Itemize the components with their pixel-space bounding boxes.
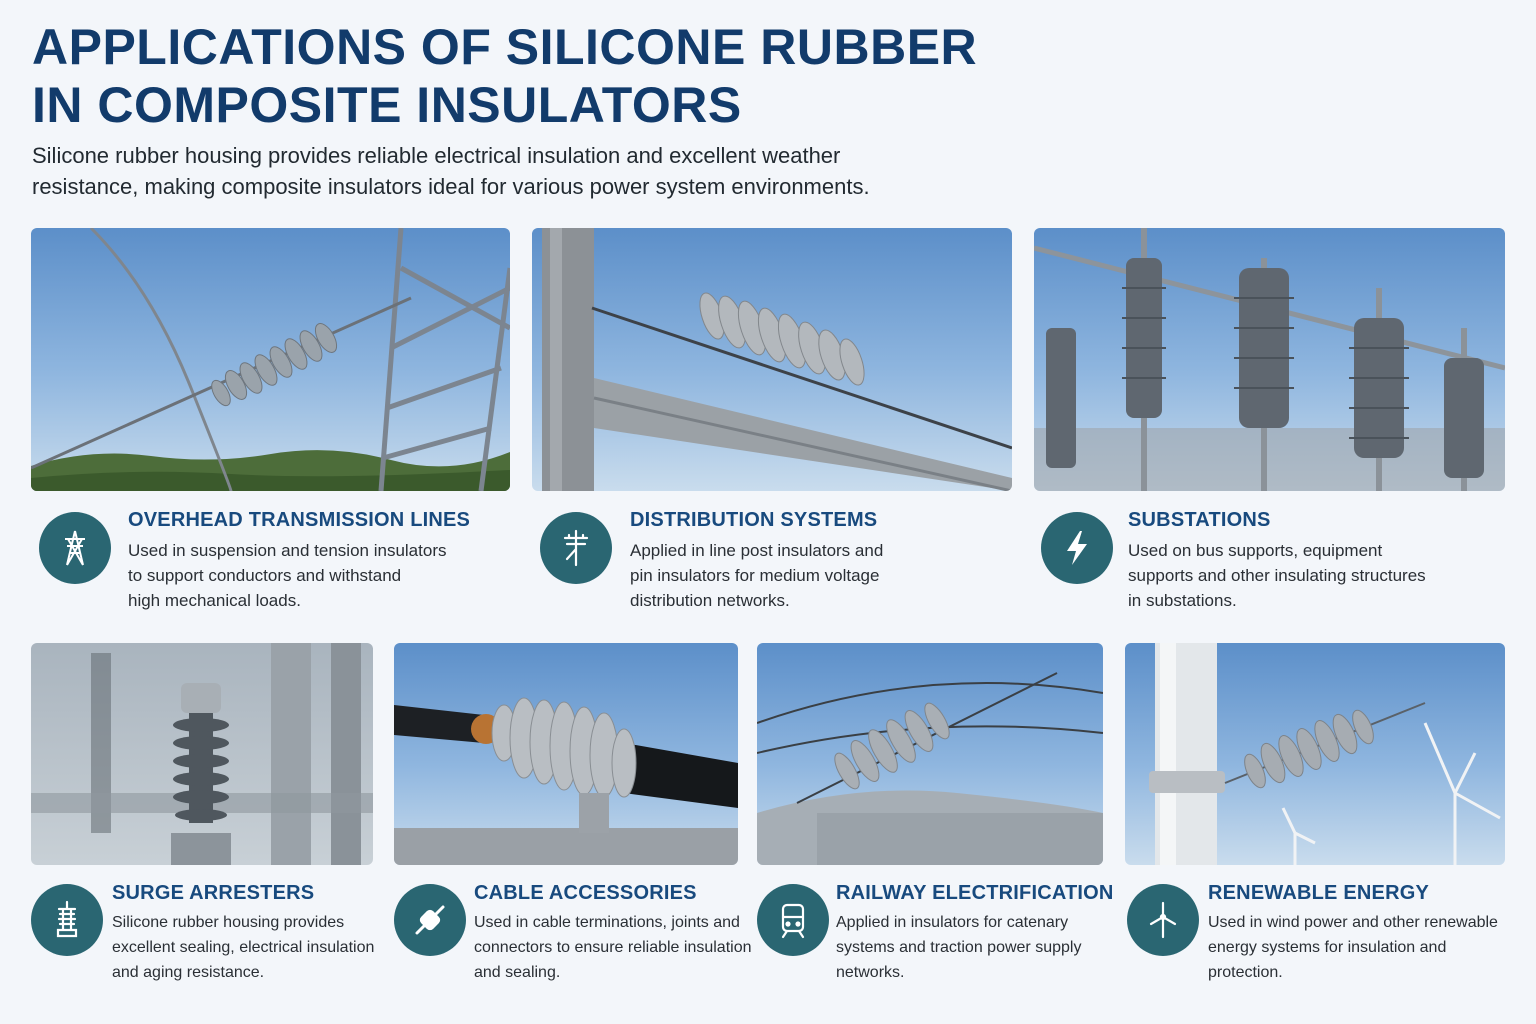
surge-arrester-icon: [31, 884, 103, 956]
card-desc-substations: Used on bus supports, equipment supports…: [1128, 541, 1426, 610]
title-line-1: APPLICATIONS OF SILICONE RUBBER: [32, 19, 978, 75]
card-desc-railway: Applied in insulators for catenary syste…: [836, 914, 1082, 981]
page-title: APPLICATIONS OF SILICONE RUBBER IN COMPO…: [32, 18, 977, 134]
railway-photo: [757, 643, 1103, 865]
card-title-railway: RAILWAY ELECTRIFICATION: [836, 882, 1114, 904]
card-desc-distribution: Applied in line post insulators and pin …: [630, 541, 884, 610]
card-title-cable: CABLE ACCESSORIES: [474, 882, 697, 904]
card-title-renewable: RENEWABLE ENERGY: [1208, 882, 1430, 904]
lightning-bolt-icon: [1041, 512, 1113, 584]
card-desc-overhead: Used in suspension and tension insulator…: [128, 541, 447, 610]
card-title-distribution: DISTRIBUTION SYSTEMS: [630, 509, 878, 531]
title-line-2: IN COMPOSITE INSULATORS: [32, 77, 742, 133]
subtitle-line-1: Silicone rubber housing provides reliabl…: [32, 143, 841, 168]
page-subtitle: Silicone rubber housing provides reliabl…: [32, 140, 932, 202]
surge-arrester-photo: [31, 643, 373, 865]
card-desc-renewable: Used in wind power and other renewable e…: [1208, 914, 1498, 981]
wind-turbine-icon: [1127, 884, 1199, 956]
overhead-transmission-photo: [31, 228, 510, 491]
train-icon: [757, 884, 829, 956]
distribution-photo: [532, 228, 1012, 491]
card-title-surge: SURGE ARRESTERS: [112, 882, 315, 904]
cable-accessories-photo: [394, 643, 738, 865]
card-desc-cable: Used in cable terminations, joints and c…: [474, 914, 752, 981]
card-title-overhead: OVERHEAD TRANSMISSION LINES: [128, 509, 471, 531]
card-desc-surge: Silicone rubber housing provides excelle…: [112, 914, 375, 981]
transmission-tower-icon: [39, 512, 111, 584]
card-title-substations: SUBSTATIONS: [1128, 509, 1271, 531]
subtitle-line-2: resistance, making composite insulators …: [32, 174, 870, 199]
substation-photo: [1034, 228, 1505, 491]
cable-connector-icon: [394, 884, 466, 956]
renewable-photo: [1125, 643, 1505, 865]
utility-pole-icon: [540, 512, 612, 584]
